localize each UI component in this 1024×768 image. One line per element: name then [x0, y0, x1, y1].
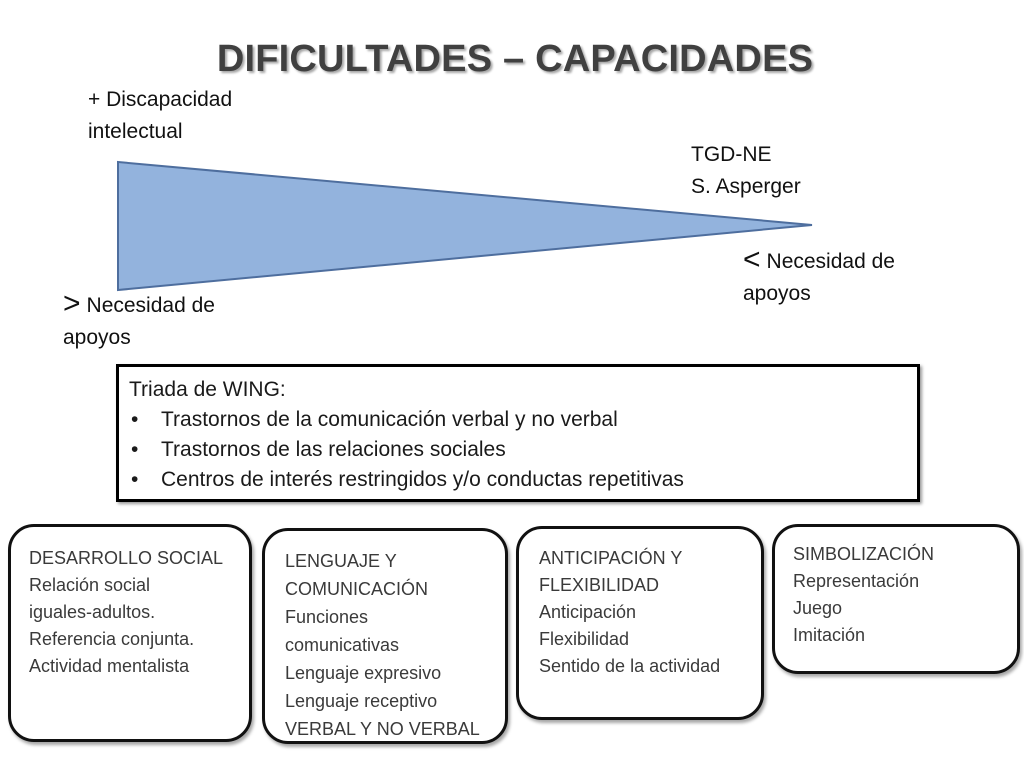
- box-line: Actividad mentalista: [29, 656, 190, 676]
- box-line: Sentido de la actividad: [539, 656, 721, 676]
- wedge-shape: [117, 160, 813, 292]
- label-line: intelectual: [88, 120, 183, 143]
- box-anticipacion-flexibilidad: ANTICIPACIÓN Y FLEXIBILIDAD Anticipación…: [516, 526, 764, 720]
- box-line: Funciones: [285, 607, 369, 627]
- box-line: SIMBOLIZACIÓN: [793, 544, 935, 564]
- box-line: Lenguaje receptivo: [285, 691, 438, 711]
- box-line: Anticipación: [539, 602, 637, 622]
- label-line: S. Asperger: [691, 175, 801, 198]
- box-line: Flexibilidad: [539, 629, 630, 649]
- label-line: apoyos: [743, 282, 811, 305]
- greater-than-symbol: >: [63, 287, 81, 320]
- box-line: iguales-adultos.: [29, 602, 156, 622]
- triad-item: Trastornos de las relaciones sociales: [129, 435, 917, 465]
- box-line: ANTICIPACIÓN Y: [539, 548, 683, 568]
- triad-item: Trastornos de la comunicación verbal y n…: [129, 405, 917, 435]
- box-line: Relación social: [29, 575, 151, 595]
- triad-heading: Triada de WING:: [129, 378, 286, 401]
- box-lenguaje-comunicacion: LENGUAJE Y COMUNICACIÓN Funciones comuni…: [262, 528, 508, 744]
- box-line: Juego: [793, 598, 843, 618]
- box-desarrollo-social: DESARROLLO SOCIAL Relación social iguale…: [8, 524, 252, 742]
- box-line: COMUNICACIÓN: [285, 579, 428, 599]
- page-title: DIFICULTADES – CAPACIDADES: [216, 38, 814, 80]
- label-line: + Discapacidad: [88, 88, 233, 111]
- label-more-support: >Necesidad de apoyos: [63, 288, 215, 354]
- label-line: Necesidad de: [766, 250, 895, 273]
- triad-item: Centros de interés restringidos y/o cond…: [129, 465, 917, 495]
- box-line: VERBAL Y NO VERBAL: [285, 719, 480, 739]
- box-line: comunicativas: [285, 635, 400, 655]
- wing-triad-box: Triada de WING: Trastornos de la comunic…: [116, 364, 920, 502]
- label-line: TGD-NE: [691, 143, 772, 166]
- triad-list: Trastornos de la comunicación verbal y n…: [129, 405, 917, 495]
- label-less-support: <Necesidad de apoyos: [743, 244, 895, 310]
- box-line: Representación: [793, 571, 920, 591]
- box-line: DESARROLLO SOCIAL: [29, 548, 224, 568]
- box-line: LENGUAJE Y: [285, 551, 397, 571]
- label-line: Necesidad de: [86, 294, 215, 317]
- label-tgd-asperger: TGD-NE S. Asperger: [691, 139, 801, 203]
- box-line: Referencia conjunta.: [29, 629, 195, 649]
- box-simbolizacion: SIMBOLIZACIÓN Representación Juego Imita…: [772, 524, 1020, 674]
- label-line: apoyos: [63, 326, 131, 349]
- box-line: Imitación: [793, 625, 866, 645]
- less-than-symbol: <: [743, 243, 761, 276]
- box-line: Lenguaje expresivo: [285, 663, 442, 683]
- box-line: FLEXIBILIDAD: [539, 575, 660, 595]
- label-discapacidad-intelectual: + Discapacidad intelectual: [88, 84, 232, 148]
